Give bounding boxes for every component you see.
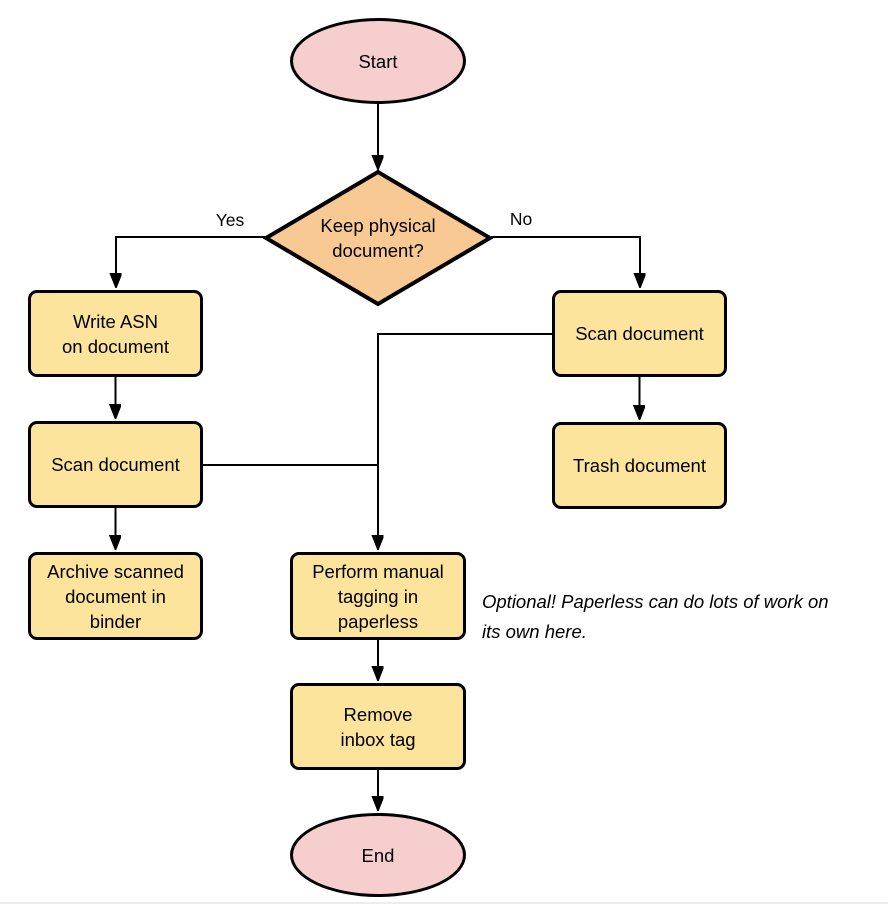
node-label: Trash document xyxy=(573,455,706,476)
node-label: Archive scanned document in binder xyxy=(47,560,184,632)
node-start: Start xyxy=(290,18,466,104)
edge-label-yes: Yes xyxy=(215,210,245,230)
node-end: End xyxy=(290,813,466,897)
node-label: Keep physical document? xyxy=(320,215,436,261)
node-archive-scanned: Archive scanned document in binder xyxy=(28,552,203,640)
node-scan-document-yes-branch: Scan document xyxy=(28,421,203,508)
node-label: Write ASN on document xyxy=(62,310,169,357)
node-label: Start xyxy=(358,50,398,72)
node-manual-tagging: Perform manual tagging in paperless xyxy=(290,552,466,640)
node-remove-inbox-tag: Remove inbox tag xyxy=(290,683,466,770)
node-label: Scan document xyxy=(575,323,704,344)
node-trash-document: Trash document xyxy=(552,422,727,509)
diamond-shape xyxy=(263,169,493,307)
node-label: End xyxy=(361,844,395,866)
bottom-divider-line xyxy=(0,902,888,904)
node-label: Perform manual tagging in paperless xyxy=(312,560,444,632)
node-write-asn: Write ASN on document xyxy=(28,290,203,377)
edge-label-no: No xyxy=(509,209,533,229)
edge-decision-yes-to-write-asn xyxy=(116,236,265,285)
edge-decision-no-to-scan xyxy=(491,236,640,285)
node-scan-document-no-branch: Scan document xyxy=(552,290,727,377)
node-label: Scan document xyxy=(51,454,180,475)
edge-scan-no-to-tagging xyxy=(378,333,552,547)
node-decision-keep-physical: Keep physical document? xyxy=(263,169,493,307)
node-label: Remove inbox tag xyxy=(340,703,416,750)
note-optional: Optional! Paperless can do lots of work … xyxy=(482,591,829,642)
